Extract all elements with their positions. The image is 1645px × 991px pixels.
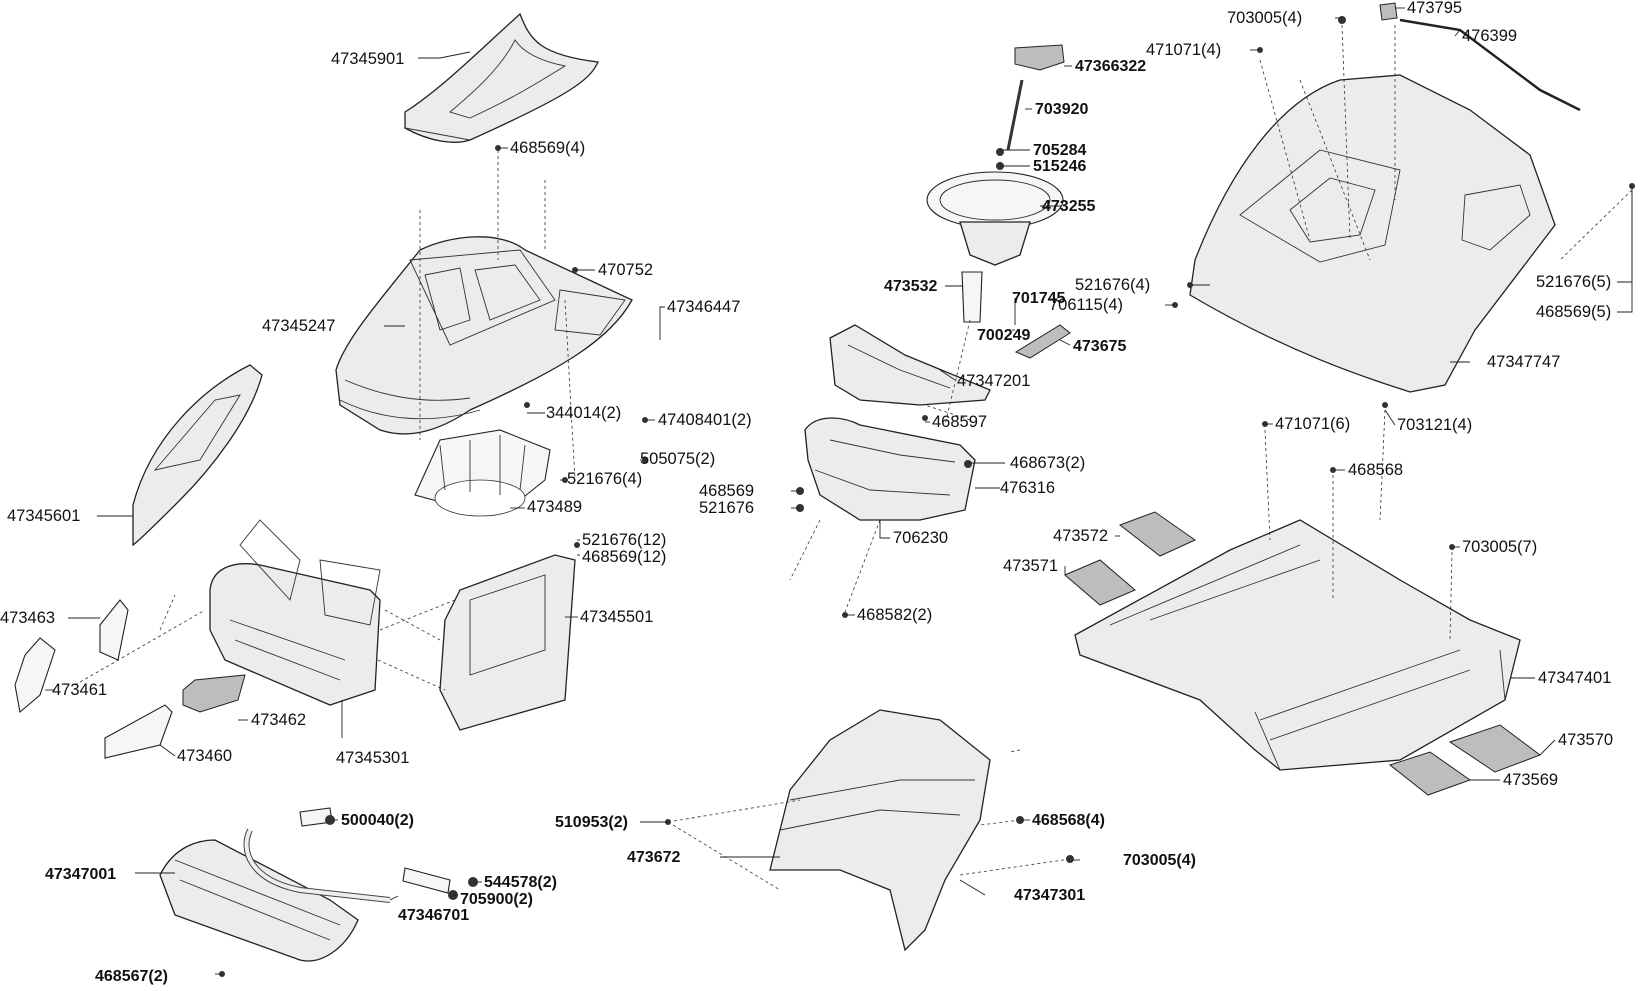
label-468569-5[interactable]: 468569(5) bbox=[1536, 303, 1611, 321]
label-473569[interactable]: 473569 bbox=[1503, 771, 1558, 789]
label-47347001[interactable]: 47347001 bbox=[45, 866, 116, 883]
label-706115-4[interactable]: 706115(4) bbox=[1049, 296, 1123, 314]
part-dash-lower[interactable] bbox=[804, 417, 976, 521]
label-703005-4-top[interactable]: 703005(4) bbox=[1227, 9, 1302, 27]
label-705284[interactable]: 705284 bbox=[1033, 142, 1086, 159]
part-steering-wheel[interactable] bbox=[926, 171, 1064, 266]
label-473675[interactable]: 473675 bbox=[1073, 338, 1126, 355]
label-47366322[interactable]: 47366322 bbox=[1075, 58, 1146, 75]
label-473795[interactable]: 473795 bbox=[1407, 0, 1462, 17]
part-foot-pad-473571[interactable] bbox=[1064, 559, 1136, 606]
label-476316[interactable]: 476316 bbox=[1000, 479, 1055, 497]
label-47345901[interactable]: 47345901 bbox=[331, 50, 404, 68]
label-473489[interactable]: 473489 bbox=[527, 498, 582, 516]
label-47346447[interactable]: 47346447 bbox=[667, 298, 740, 316]
part-hood-liner[interactable] bbox=[414, 429, 551, 517]
part-steering-cap[interactable] bbox=[1014, 44, 1065, 71]
label-521676-12[interactable]: 521676(12) bbox=[582, 531, 666, 549]
label-706230[interactable]: 706230 bbox=[893, 529, 948, 547]
part-473461[interactable] bbox=[14, 637, 56, 714]
part-rear-fender[interactable] bbox=[1189, 74, 1556, 393]
part-front-bumper[interactable] bbox=[159, 839, 359, 962]
label-47347747[interactable]: 47347747 bbox=[1487, 353, 1560, 371]
label-47408401-2[interactable]: 47408401(2) bbox=[658, 411, 752, 429]
label-468568[interactable]: 468568 bbox=[1348, 461, 1403, 479]
leader-lines bbox=[45, 7, 1633, 975]
label-544578-2[interactable]: 544578(2) bbox=[484, 874, 557, 891]
label-344014-2[interactable]: 344014(2) bbox=[546, 404, 621, 422]
part-bumper-bar[interactable] bbox=[243, 807, 451, 903]
label-701745[interactable]: 701745 bbox=[1012, 290, 1065, 307]
part-seat-cover[interactable] bbox=[404, 12, 599, 143]
label-468582-2[interactable]: 468582(2) bbox=[857, 606, 932, 624]
label-703121-4[interactable]: 703121(4) bbox=[1397, 416, 1472, 434]
label-703005-4-bottom[interactable]: 703005(4) bbox=[1123, 852, 1196, 869]
label-468569-4[interactable]: 468569(4) bbox=[510, 139, 585, 157]
label-468567-2[interactable]: 468567(2) bbox=[95, 968, 168, 985]
part-lever-473675[interactable] bbox=[1014, 324, 1071, 359]
label-473460[interactable]: 473460 bbox=[177, 747, 232, 765]
part-labels: 47345901 468569(4) 470752 47345247 47346… bbox=[0, 0, 1613, 985]
part-center-tunnel[interactable] bbox=[769, 709, 991, 952]
part-side-panel[interactable] bbox=[439, 554, 576, 731]
label-521676-5[interactable]: 521676(5) bbox=[1536, 273, 1611, 291]
label-473461[interactable]: 473461 bbox=[52, 681, 107, 699]
label-510953-2[interactable]: 510953(2) bbox=[555, 814, 628, 831]
label-521676-4[interactable]: 521676(4) bbox=[567, 470, 642, 488]
label-476399[interactable]: 476399 bbox=[1462, 27, 1517, 45]
label-473571[interactable]: 473571 bbox=[1003, 557, 1058, 575]
label-505075-2[interactable]: 505075(2) bbox=[640, 450, 715, 468]
part-bolt-703920[interactable] bbox=[1006, 79, 1024, 151]
label-468569-12[interactable]: 468569(12) bbox=[582, 548, 666, 566]
part-dash-panel[interactable] bbox=[829, 324, 991, 406]
part-hood[interactable] bbox=[335, 236, 633, 435]
label-471071-6[interactable]: 471071(6) bbox=[1275, 415, 1350, 433]
part-left-fender[interactable] bbox=[132, 364, 263, 547]
label-521676-4-right[interactable]: 521676(4) bbox=[1075, 276, 1150, 294]
label-473463[interactable]: 473463 bbox=[0, 609, 55, 627]
label-515246[interactable]: 515246 bbox=[1033, 158, 1086, 175]
part-473462[interactable] bbox=[182, 674, 246, 713]
part-steering-column[interactable] bbox=[961, 271, 983, 323]
label-473572[interactable]: 473572 bbox=[1053, 527, 1108, 545]
assembly-lines bbox=[74, 24, 1633, 891]
label-703005-7[interactable]: 703005(7) bbox=[1462, 538, 1537, 556]
label-500040-2[interactable]: 500040(2) bbox=[341, 812, 414, 829]
part-footboard[interactable] bbox=[1074, 519, 1521, 771]
label-470752[interactable]: 470752 bbox=[598, 261, 653, 279]
label-47347301[interactable]: 47347301 bbox=[1014, 887, 1085, 904]
label-468673-2[interactable]: 468673(2) bbox=[1010, 454, 1085, 472]
label-473672[interactable]: 473672 bbox=[627, 849, 680, 866]
label-468569[interactable]: 468569 bbox=[699, 482, 754, 500]
label-473462[interactable]: 473462 bbox=[251, 711, 306, 729]
label-47345301[interactable]: 47345301 bbox=[336, 749, 409, 767]
label-521676[interactable]: 521676 bbox=[699, 499, 754, 517]
label-47347201[interactable]: 47347201 bbox=[957, 372, 1030, 390]
label-703920[interactable]: 703920 bbox=[1035, 101, 1088, 118]
part-front-console[interactable] bbox=[209, 519, 381, 706]
label-700249[interactable]: 700249 bbox=[977, 327, 1030, 344]
label-47345247[interactable]: 47345247 bbox=[262, 317, 335, 335]
label-471071-4[interactable]: 471071(4) bbox=[1146, 41, 1221, 59]
part-foot-pad-473572[interactable] bbox=[1118, 511, 1197, 557]
part-rod-476399[interactable] bbox=[1399, 18, 1581, 112]
label-705900-2[interactable]: 705900(2) bbox=[460, 891, 533, 908]
label-468568-4[interactable]: 468568(4) bbox=[1032, 812, 1105, 829]
part-473460[interactable] bbox=[104, 704, 173, 759]
label-47345601[interactable]: 47345601 bbox=[7, 507, 80, 525]
label-47347401[interactable]: 47347401 bbox=[1538, 669, 1611, 687]
label-47345501[interactable]: 47345501 bbox=[580, 608, 653, 626]
label-473570[interactable]: 473570 bbox=[1558, 731, 1613, 749]
label-468597[interactable]: 468597 bbox=[932, 413, 987, 431]
label-47346701[interactable]: 47346701 bbox=[398, 907, 469, 924]
label-473255[interactable]: 473255 bbox=[1042, 198, 1095, 215]
part-foot-pad-473570[interactable] bbox=[1448, 724, 1542, 773]
part-473463[interactable] bbox=[99, 599, 129, 661]
part-clip-473795[interactable] bbox=[1379, 2, 1398, 21]
label-473532[interactable]: 473532 bbox=[884, 278, 937, 295]
